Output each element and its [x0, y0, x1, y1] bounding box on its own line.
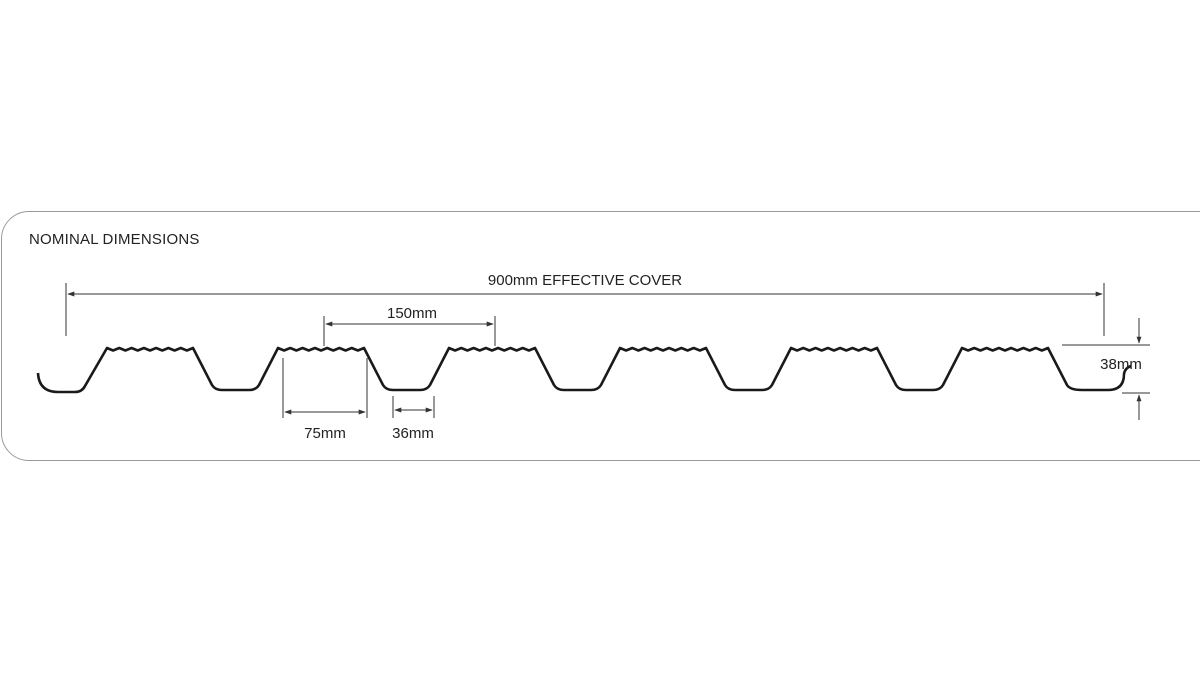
rib-pitch-label: 150mm: [387, 305, 437, 322]
effective-cover-label: 900mm EFFECTIVE COVER: [488, 272, 682, 289]
dimensions-panel: [1, 211, 1200, 461]
rib-top-dimension: 75mm: [282, 358, 368, 442]
rib-pitch-dimension: 150mm: [323, 305, 496, 346]
profile-depth-dimension: 38mm: [1062, 318, 1150, 420]
profile-depth-label: 38mm: [1100, 356, 1142, 373]
effective-cover-dimension: 900mm EFFECTIVE COVER: [65, 272, 1105, 336]
pan-width-dimension: 36mm: [392, 396, 435, 442]
rib-top-label: 75mm: [304, 425, 346, 442]
pan-width-label: 36mm: [392, 425, 434, 442]
panel-title: NOMINAL DIMENSIONS: [29, 231, 200, 248]
sheet-profile: [36, 346, 1132, 394]
